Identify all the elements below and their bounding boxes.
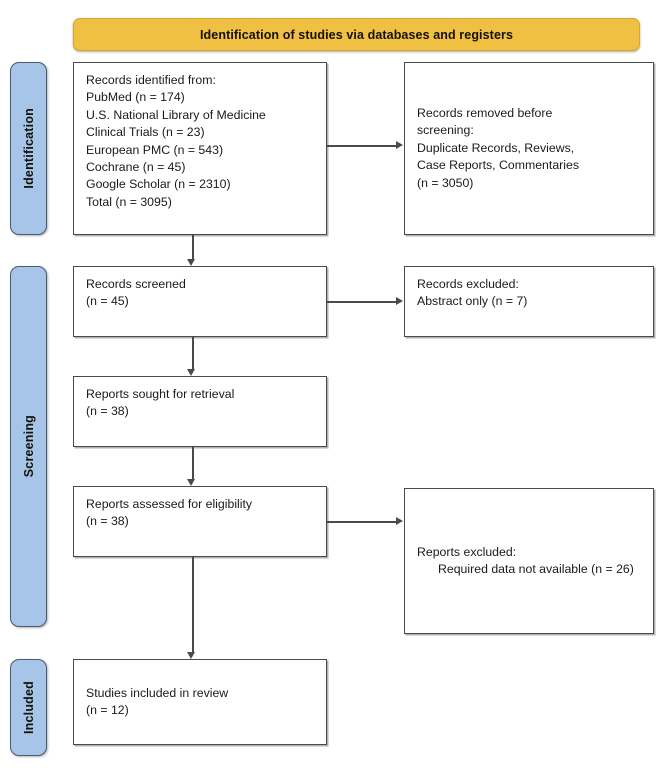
connector-screened-to-sought [192,337,194,370]
connector-assessed-to-included [192,557,194,653]
box-line: Cochrane (n = 45) [86,160,186,175]
stage-tab-identification: Identification [10,62,47,235]
arrow-right-icon [396,296,403,305]
box-records-excluded: Records excluded: Abstract only (n = 7) [404,266,654,337]
box-line: Studies included in review [86,685,229,700]
box-line: European PMC (n = 543) [86,142,224,157]
box-line: Total (n = 3095) [86,194,172,209]
box-line: Records identified from: [86,73,216,87]
box-line: Abstract only (n = 7) [417,294,528,309]
arrow-right-icon [396,516,403,525]
box-reports-sought: Reports sought for retrieval (n = 38) [73,376,327,447]
arrow-down-icon [187,479,196,486]
arrow-down-icon [187,369,196,376]
box-line: (n = 12) [86,703,129,717]
box-line: Records removed before [417,105,553,120]
box-line: (n = 45) [86,294,129,309]
box-reports-excluded: Reports excluded: Required data not avai… [404,488,654,634]
box-line: Records screened [86,277,186,291]
arrow-right-icon [396,140,403,149]
box-line: PubMed (n = 174) [86,90,185,105]
arrow-down-icon [187,652,196,659]
connector-identified-to-removed [327,145,397,147]
box-line: U.S. National Library of Medicine [86,107,266,122]
box-line: Duplicate Records, Reviews, [417,140,575,155]
box-line: Reports sought for retrieval [86,387,235,401]
box-reports-assessed: Reports assessed for eligibility (n = 38… [73,486,327,557]
connector-screened-to-excluded [327,301,397,303]
connector-assessed-to-excluded [327,521,397,523]
box-line: Case Reports, Commentaries [417,158,579,173]
stage-tab-identification-label: Identification [21,108,36,189]
box-line: Clinical Trials (n = 23) [86,125,205,140]
box-line: (n = 38) [86,514,129,529]
connector-identified-to-screened [192,235,194,260]
box-line: (n = 3050) [417,175,474,190]
box-line: (n = 38) [86,404,129,419]
box-line: Required data not available (n = 26) [438,562,634,576]
box-line: Reports assessed for eligibility [86,497,253,511]
arrow-down-icon [187,259,196,266]
box-records-removed: Records removed before screening: Duplic… [404,62,654,235]
connector-sought-to-assessed [192,447,194,480]
stage-tab-screening-label: Screening [21,415,36,478]
diagram-title: Identification of studies via databases … [199,27,514,42]
box-line: Google Scholar (n = 2310) [86,177,231,192]
stage-tab-included-label: Included [21,681,36,734]
stage-tab-screening: Screening [10,266,47,627]
box-records-identified: Records identified from: PubMed (n = 174… [73,62,327,235]
stage-tab-included: Included [10,659,47,756]
box-line: Reports excluded: [417,544,517,559]
box-records-screened: Records screened (n = 45) [73,266,327,337]
box-line: screening: [417,123,474,138]
diagram-title-banner: Identification of studies via databases … [73,18,640,51]
box-studies-included: Studies included in review (n = 12) [73,659,327,745]
box-line: Records excluded: [417,277,519,291]
